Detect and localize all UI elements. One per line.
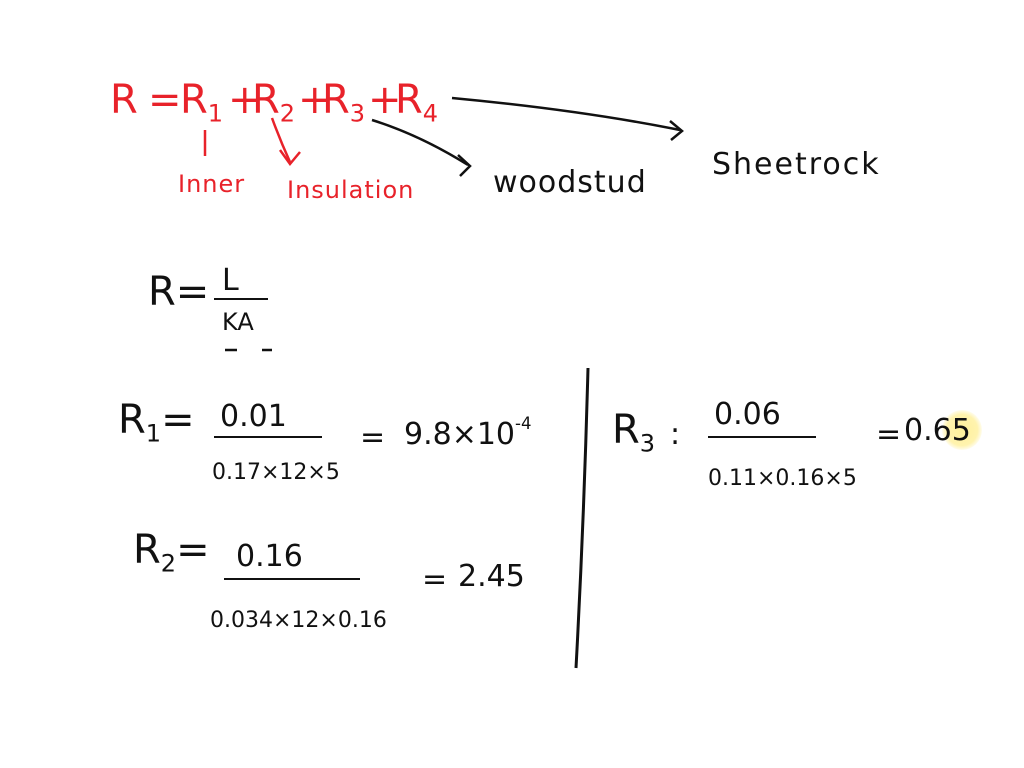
term-r2: R2 [252,77,296,128]
calc-r3-fraction-bar [708,436,816,438]
calc-r2-numerator: 0.16 [236,539,303,574]
calc-r1-numerator: 0.01 [220,399,287,434]
formula-denominator: KA [222,308,254,336]
sheetrock-arrow-head [669,120,684,141]
calc-r2-lhs: R2= [133,527,210,578]
woodstud-arrow-head [457,154,472,177]
calc-r3-colon: : [670,417,681,452]
calc-r3-numerator: 0.06 [714,397,781,432]
pen-cursor-highlight [942,410,982,450]
calc-r2-result-equals: = [422,562,448,597]
formula-fraction-bar [214,298,268,300]
plus-sign-1: + [228,77,262,123]
calc-r2-result: 2.45 [458,559,525,594]
calc-r1-denominator: 0.17×12×5 [212,460,340,485]
calc-r1-result-equals: = [360,420,386,455]
label-woodstud: woodstud [493,165,647,200]
calc-r3-denominator: 0.11×0.16×5 [708,466,857,491]
calc-r3-result: 0.65 [904,413,971,448]
label-sheetrock: Sheetrock [712,147,881,182]
equation-lhs: R [110,77,138,123]
calc-r1-result: 9.8×10-4 [404,414,532,452]
calc-r3-result-equals: = [876,417,902,452]
equation-equals: = [148,77,182,123]
formula-lhs: R= [148,269,210,315]
calc-r1-lhs: R1= [118,397,195,448]
insulation-arrow-head [278,149,301,167]
term-r3: R3 [322,77,366,128]
formula-numerator: L [222,263,239,298]
plus-sign-3: + [368,77,402,123]
calc-r2-denominator: 0.034×12×0.16 [210,608,387,633]
calc-r3-lhs: R3 [612,407,656,458]
calc-r1-fraction-bar [214,436,322,438]
plus-sign-2: + [298,77,332,123]
vertical-divider [574,367,590,669]
term-r1: R1 [180,77,224,128]
label-inner: Inner [178,170,246,198]
term-r4: R4 [395,77,439,128]
label-insulation: Insulation [287,176,415,204]
sheetrock-arrow-line [451,96,681,132]
calc-r2-fraction-bar [224,578,360,580]
woodstud-arrow-line [371,118,469,167]
